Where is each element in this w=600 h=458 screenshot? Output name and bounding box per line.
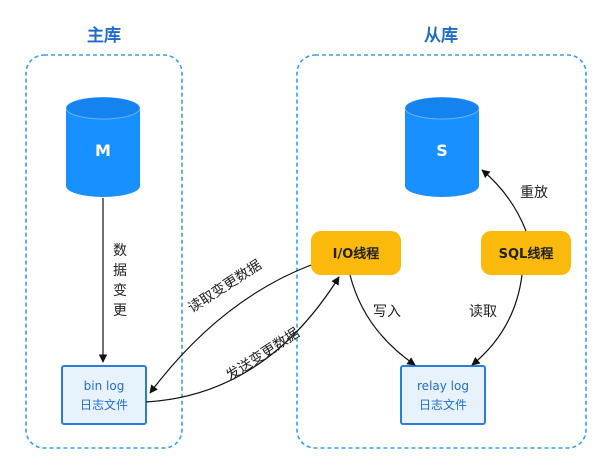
slave-database-icon	[404, 96, 480, 197]
send-changes-arrow	[145, 276, 340, 403]
data-change-char-2: 据	[113, 263, 127, 279]
binlog-line1: bin log	[84, 379, 125, 393]
binlog-line2: 日志文件	[80, 397, 128, 412]
slave-title: 从库	[424, 25, 458, 46]
master-database-icon	[65, 96, 141, 197]
data-change-char-3: 变	[113, 283, 127, 299]
send-changes-label: 发送变更数据	[223, 325, 302, 384]
relaylog-line1: relay log	[417, 379, 469, 393]
read-label: 读取	[469, 303, 497, 320]
read-changes-arrow	[149, 264, 312, 394]
replay-label: 重放	[520, 185, 548, 201]
binlog-box	[61, 365, 147, 425]
master-region	[25, 54, 183, 449]
write-arrow	[349, 274, 416, 366]
master-title: 主库	[87, 25, 121, 46]
io-thread-box	[311, 231, 401, 275]
read-changes-label: 读取变更数据	[185, 256, 265, 316]
relaylog-line2: 日志文件	[419, 397, 467, 412]
slave-db-label: S	[436, 141, 448, 160]
relaylog-box	[400, 365, 486, 425]
data-change-char-1: 数	[113, 243, 127, 259]
master-db-label: M	[95, 141, 111, 160]
read-arrow	[471, 274, 523, 366]
slave-region	[296, 54, 587, 449]
replay-arrow	[481, 169, 527, 232]
sql-thread-label: SQL线程	[499, 246, 554, 262]
sql-thread-box	[481, 231, 571, 275]
data-change-char-4: 更	[113, 303, 127, 319]
io-thread-label: I/O线程	[333, 246, 380, 262]
write-label: 写入	[373, 304, 401, 320]
